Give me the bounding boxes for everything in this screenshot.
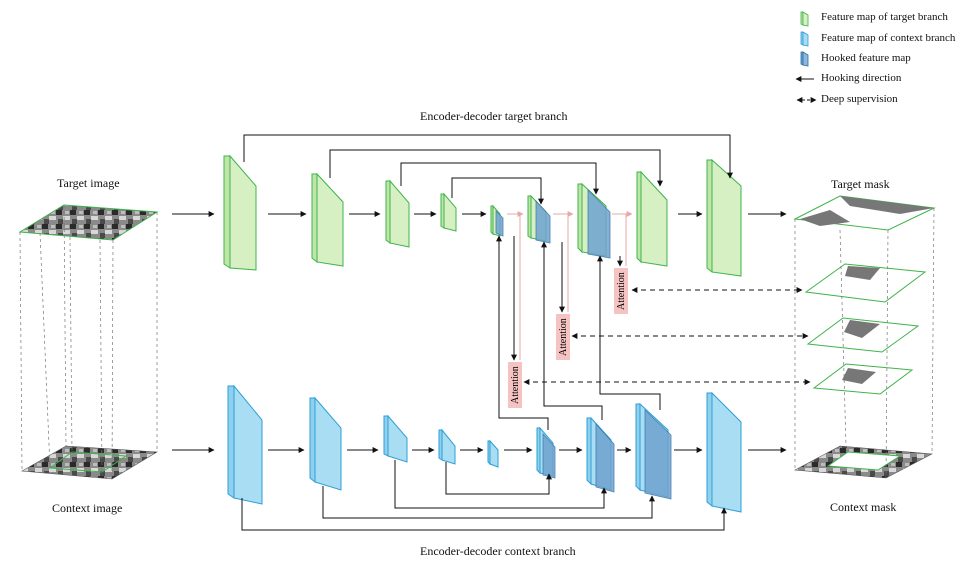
legend-context-map: Feature map of context branch (821, 32, 956, 44)
legend-hooked-map: Hooked feature map (821, 52, 911, 64)
legend-deep-supervision: Deep supervision (821, 93, 898, 105)
image-projection-lines (19, 204, 158, 480)
attention-arrows (511, 236, 623, 361)
target-image-label: Target image (57, 176, 120, 190)
context-skip-connections (241, 460, 727, 531)
attention-label-2: Attention (558, 318, 569, 356)
target-feature-maps (223, 154, 742, 277)
target-branch-title: Encoder-decoder target branch (420, 109, 568, 123)
target-mask-label: Target mask (831, 177, 890, 191)
target-image (18, 204, 159, 241)
context-mask (793, 445, 934, 479)
target-masks (793, 195, 936, 395)
context-map-legend-icon (800, 31, 809, 47)
deep-supervision-lines (523, 287, 811, 385)
legend-target-map: Feature map of target branch (821, 11, 948, 23)
attention-feed-lines (519, 214, 627, 360)
hooked-map-legend-icon (800, 51, 809, 67)
target-skip-connections (243, 134, 733, 205)
mask-projection-lines (794, 207, 935, 479)
context-image (21, 445, 158, 480)
context-mask-label: Context mask (830, 500, 897, 514)
attention-label-1: Attention (510, 366, 521, 404)
attention-boxes (508, 268, 628, 408)
context-hooked-maps (542, 409, 672, 500)
attention-label-3: Attention (616, 272, 627, 310)
hooking-lines (496, 235, 661, 430)
legend-hooking: Hooking direction (821, 72, 902, 84)
target-map-legend-icon (800, 11, 809, 27)
legend-glyphs (795, 11, 817, 103)
target-hooked-maps (495, 189, 611, 259)
context-image-label: Context image (52, 501, 123, 515)
context-branch-title: Encoder-decoder context branch (420, 544, 576, 558)
